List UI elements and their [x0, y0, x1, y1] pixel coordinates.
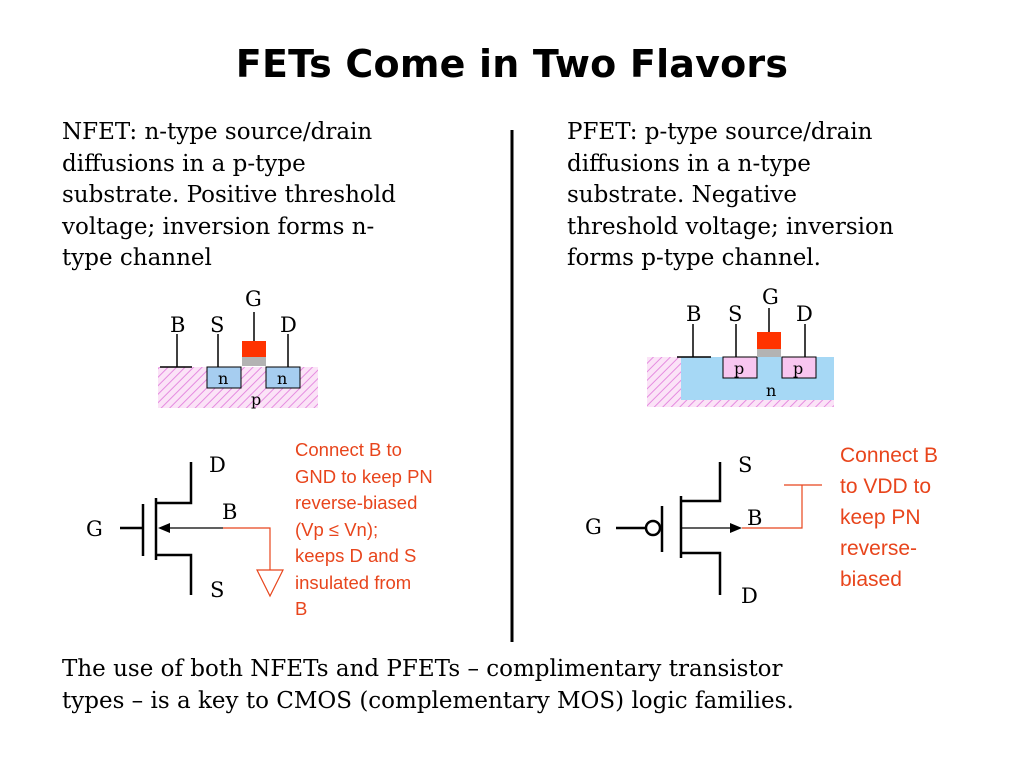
- pfet-gate-oxide: [757, 349, 781, 357]
- pfet-xs-label-s: S: [728, 302, 742, 326]
- nfet-symbol: [120, 462, 223, 595]
- nfet-sym-label-d: D: [209, 453, 226, 477]
- nfet-xs-label-n-right: n: [277, 369, 287, 388]
- pfet-hatched-region: [647, 357, 683, 407]
- nfet-xs-label-b: B: [170, 313, 185, 337]
- pfet-gate-bubble: [644, 519, 662, 537]
- nfet-drain-diffusion: [265, 366, 301, 389]
- pfet-sym-label-s: S: [738, 453, 752, 477]
- nfet-xs-label-p: p: [251, 390, 261, 409]
- nfet-xs-label-d: D: [280, 313, 297, 337]
- nfet-bulk-note: Connect B to GND to keep PN reverse-bias…: [295, 439, 433, 619]
- nfet-xs-label-n-left: n: [218, 369, 228, 388]
- nfet-gate: [242, 341, 266, 357]
- pfet-xs-label-b: B: [686, 302, 701, 326]
- pfet-bulk-vdd-wire: [742, 484, 822, 529]
- nfet-sym-label-b: B: [222, 500, 237, 524]
- nfet-source-diffusion: [206, 366, 242, 389]
- pfet-xs-label-p-left: p: [734, 359, 744, 378]
- nfet-bulk-ground-wire: [223, 527, 284, 598]
- pfet-xs-label-p-right: p: [793, 359, 803, 378]
- nfet-gate-oxide: [242, 357, 266, 366]
- ground-icon: [256, 569, 284, 598]
- slide-title: FETs Come in Two Flavors: [235, 42, 789, 86]
- nfet-sym-label-s: S: [210, 578, 224, 602]
- pfet-xs-label-n: n: [766, 381, 776, 400]
- pfet-gate: [757, 332, 781, 349]
- pfet-source-diffusion: [722, 356, 758, 379]
- pfet-sym-label-g: G: [585, 515, 602, 539]
- nfet-xs-label-s: S: [210, 313, 224, 337]
- pfet-sym-label-b: B: [747, 506, 762, 530]
- pfet-drain-diffusion: [781, 356, 817, 379]
- pfet-xs-label-d: D: [796, 302, 813, 326]
- pfet-bulk-note: Connect B to VDD to keep PN reverse- bia…: [840, 444, 939, 591]
- nfet-description: NFET: n-type source/drain diffusions in …: [62, 119, 396, 271]
- nfet-sym-label-g: G: [86, 517, 103, 541]
- nfet-xs-label-g: G: [245, 287, 262, 311]
- pfet-xs-label-g: G: [762, 285, 779, 309]
- pfet-description: PFET: p-type source/drain diffusions in …: [567, 119, 894, 271]
- pfet-symbol: [616, 462, 742, 595]
- bottom-summary: The use of both NFETs and PFETs – compli…: [62, 656, 794, 714]
- pfet-sym-label-d: D: [741, 584, 758, 608]
- pfet-cross-section: B S G D p p n: [647, 285, 834, 407]
- nfet-cross-section: B S G D n n p: [158, 287, 318, 409]
